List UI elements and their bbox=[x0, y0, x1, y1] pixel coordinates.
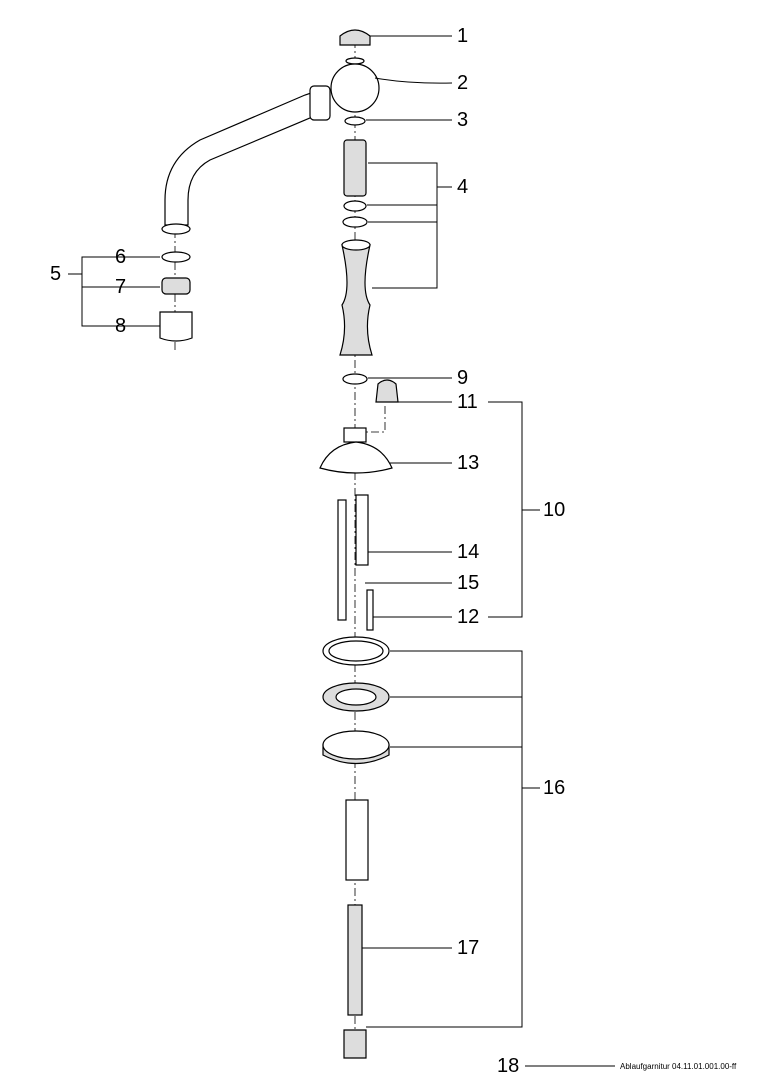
callout-11: 11 bbox=[457, 391, 478, 413]
callout-13: 13 bbox=[457, 452, 480, 474]
part-16-nut bbox=[343, 1029, 367, 1059]
part-4-cartridge bbox=[343, 139, 367, 197]
leader-lines bbox=[68, 35, 615, 1067]
callout-4: 4 bbox=[457, 176, 469, 198]
part-2-ball-body bbox=[330, 63, 380, 113]
part-13-thread bbox=[343, 427, 367, 443]
part-4-sleeve-top bbox=[341, 239, 371, 251]
part-16-rod-assembly bbox=[345, 799, 369, 881]
callout-15: 15 bbox=[457, 572, 480, 594]
part-15-rod bbox=[337, 499, 347, 621]
callout-16: 16 bbox=[543, 777, 566, 799]
lever-axis bbox=[355, 405, 386, 433]
callout-3: 3 bbox=[457, 109, 469, 131]
part-4-ring-b bbox=[342, 216, 368, 228]
part-11-lever-knob bbox=[375, 379, 399, 403]
spout-outlet bbox=[161, 223, 191, 235]
callout-7: 7 bbox=[115, 276, 127, 298]
part-16-plate bbox=[322, 730, 390, 760]
part-8-aerator-housing bbox=[159, 311, 193, 342]
part-7-aerator-insert bbox=[161, 277, 191, 295]
callout-2: 2 bbox=[457, 72, 469, 94]
part-1-cap-nut bbox=[339, 29, 371, 46]
part-14-link bbox=[355, 494, 369, 566]
part-16-o-ring-inner bbox=[328, 640, 384, 662]
part-4-ring-a bbox=[343, 200, 367, 212]
callout-8: 8 bbox=[115, 315, 127, 337]
part-1-washer bbox=[345, 57, 365, 65]
callout-18: 18 bbox=[497, 1055, 520, 1077]
callout-17: 17 bbox=[457, 937, 480, 959]
callout-9: 9 bbox=[457, 367, 469, 389]
part-2-spout bbox=[164, 89, 321, 226]
callout-1: 1 bbox=[457, 25, 469, 47]
part-12-pin bbox=[366, 589, 374, 631]
callout-5: 5 bbox=[50, 263, 62, 285]
callout-12: 12 bbox=[457, 606, 480, 628]
drawing-caption: Ablaufgarnitur 04.11.01.001.00-ff bbox=[620, 1062, 737, 1071]
part-3-washer bbox=[344, 116, 366, 126]
part-16-washer-hole bbox=[335, 688, 377, 706]
part-4-sleeve bbox=[339, 244, 373, 356]
part-9-washer bbox=[342, 373, 368, 385]
part-6-washer bbox=[161, 251, 191, 263]
part-13-base-rosette bbox=[319, 441, 393, 474]
part-17-threaded-rod bbox=[347, 904, 363, 1016]
part-2-spout-collar bbox=[309, 85, 331, 121]
callout-10: 10 bbox=[543, 499, 566, 521]
callout-6: 6 bbox=[115, 246, 127, 268]
callout-14: 14 bbox=[457, 541, 480, 563]
